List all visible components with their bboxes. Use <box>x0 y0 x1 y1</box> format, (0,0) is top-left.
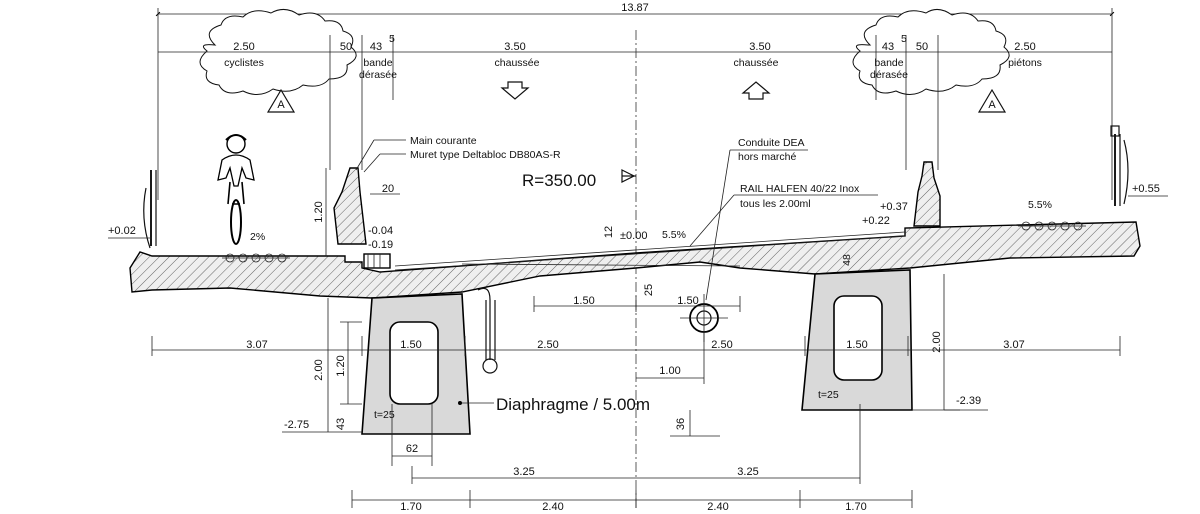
level-pier-right-base: -2.39 <box>956 395 981 407</box>
level-right-bande-a: +0.37 <box>880 201 908 213</box>
dim-100: 1.00 <box>659 365 680 377</box>
dim-top-50-left: 50 <box>340 41 352 53</box>
level-pier-left-base: -2.75 <box>284 419 309 431</box>
marker-a-right: A <box>988 99 996 111</box>
dim-v-25: 25 <box>643 284 655 296</box>
top-lane-dimensions: 2.50 50 43 5 3.50 3.50 43 5 50 2.50 <box>158 33 1112 170</box>
dim-v-48: 48 <box>841 254 853 266</box>
dim-inner-150b: 1.50 <box>677 295 698 307</box>
label-bande-right-1: bande <box>874 57 903 69</box>
label-conduite-1: Conduite DEA <box>738 137 805 149</box>
dim-row3-a: 1.70 <box>400 501 421 513</box>
marker-a-left: A <box>277 99 285 111</box>
dim-v-200-left: 2.00 <box>313 359 325 380</box>
label-conduite-2: hors marché <box>738 151 797 163</box>
row3-dimensions: 1.70 2.40 2.40 1.70 <box>351 490 913 513</box>
duct-row-right-icon <box>1018 221 1086 231</box>
label-bande-left-2: dérasée <box>359 69 397 81</box>
pier-left: t=25 <box>361 293 471 435</box>
dim-v-43: 43 <box>335 418 347 430</box>
level-left-bande-a: -0.04 <box>368 225 393 237</box>
label-main-courante: Main courante <box>410 135 477 147</box>
dim-top-chaussee-right: 3.50 <box>749 41 770 53</box>
annotations: Main courante Muret type Deltabloc DB80A… <box>355 135 878 414</box>
dim-row1-mid-left: 2.50 <box>537 339 558 351</box>
row1-dimensions: 3.07 1.50 2.50 2.50 1.50 3.07 <box>151 336 1121 356</box>
level-slope-left: 2% <box>250 231 265 243</box>
dim-v-36: 36 <box>675 418 687 430</box>
dim-v-120-left: 1.20 <box>313 201 325 222</box>
inner-dimensions: 1.50 1.50 1.00 <box>533 295 741 384</box>
label-diaphragme: Diaphragme / 5.00m <box>496 395 650 414</box>
dim-v-120-pier: 1.20 <box>335 355 347 376</box>
duct-row-left-icon <box>222 253 290 263</box>
deltabloc-barrier-left <box>333 167 391 269</box>
dim-top-pietons: 2.50 <box>1014 41 1035 53</box>
level-slope-mid: 5.5% <box>662 229 686 241</box>
left-railing <box>143 170 157 249</box>
dim-row3-b: 2.40 <box>542 501 563 513</box>
pier-left-thickness: t=25 <box>374 409 395 421</box>
level-right-bande-b: +0.22 <box>862 215 890 227</box>
dim-row3-c: 2.40 <box>707 501 728 513</box>
dim-row1-pier-right: 1.50 <box>846 339 867 351</box>
cyclist-icon <box>217 134 255 245</box>
label-chaussee-left: chaussée <box>495 57 540 69</box>
label-pietons: piétons <box>1008 57 1042 69</box>
dim-row2-left: 3.25 <box>513 466 534 478</box>
dim-v-200-right: 2.00 <box>931 331 943 352</box>
label-rail-1: RAIL HALFEN 40/22 Inox <box>740 183 860 195</box>
dim-v-12: 12 <box>603 226 615 238</box>
row2-dimensions: 62 3.25 3.25 <box>391 404 861 484</box>
level-marks: +0.02 -0.04 -0.19 ±0.00 5.5% 2% +0.37 +0… <box>108 183 1168 433</box>
label-chaussee-right: chaussée <box>734 57 779 69</box>
dim-top-43-right-sup: 5 <box>901 33 907 45</box>
dim-62: 62 <box>406 443 418 455</box>
dim-row2-right: 3.25 <box>737 466 758 478</box>
label-bande-left-1: bande <box>363 57 392 69</box>
label-radius: R=350.00 <box>522 171 596 190</box>
dim-inner-150a: 1.50 <box>573 295 594 307</box>
level-right-edge: +0.55 <box>1132 183 1160 195</box>
vertical-dimensions: 1.20 2.00 1.20 43 2.00 36 25 12 48 20 <box>313 168 960 437</box>
level-left-edge: +0.02 <box>108 225 136 237</box>
arrow-up-icon <box>741 81 771 100</box>
level-slope-right: 5.5% <box>1028 199 1052 211</box>
deltabloc-barrier-right <box>913 161 941 227</box>
dim-row1-left: 3.07 <box>246 339 267 351</box>
dim-row1-mid-right: 2.50 <box>711 339 732 351</box>
label-cyclistes: cyclistes <box>224 57 264 69</box>
pier-right: t=25 <box>801 269 913 411</box>
level-left-bande-b: -0.19 <box>368 239 393 251</box>
arrow-down-icon <box>500 81 530 100</box>
pier-right-thickness: t=25 <box>818 389 839 401</box>
level-axis: ±0.00 <box>620 230 647 242</box>
dim-20: 20 <box>382 183 394 195</box>
section-marker-left-icon: A <box>266 88 296 113</box>
label-muret: Muret type Deltabloc DB80AS-R <box>410 149 561 161</box>
dim-row1-right: 3.07 <box>1003 339 1024 351</box>
right-railing <box>1110 125 1129 206</box>
dim-total: 13.87 <box>621 2 649 14</box>
dim-top-50-right: 50 <box>916 41 928 53</box>
dim-top-43-left-sup: 5 <box>389 33 395 45</box>
label-bande-right-2: dérasée <box>870 69 908 81</box>
label-rail-2: tous les 2.00ml <box>740 198 811 210</box>
dim-top-43-left: 43 <box>370 41 382 53</box>
dim-top-cyclistes: 2.50 <box>233 41 254 53</box>
dim-top-chaussee-left: 3.50 <box>504 41 525 53</box>
deck-slab <box>129 221 1141 299</box>
dim-row3-d: 1.70 <box>845 501 866 513</box>
dim-top-43-right: 43 <box>882 41 894 53</box>
dim-row1-pier-left: 1.50 <box>400 339 421 351</box>
section-marker-right-icon: A <box>977 88 1007 113</box>
drain-pipe-icon <box>477 287 498 374</box>
